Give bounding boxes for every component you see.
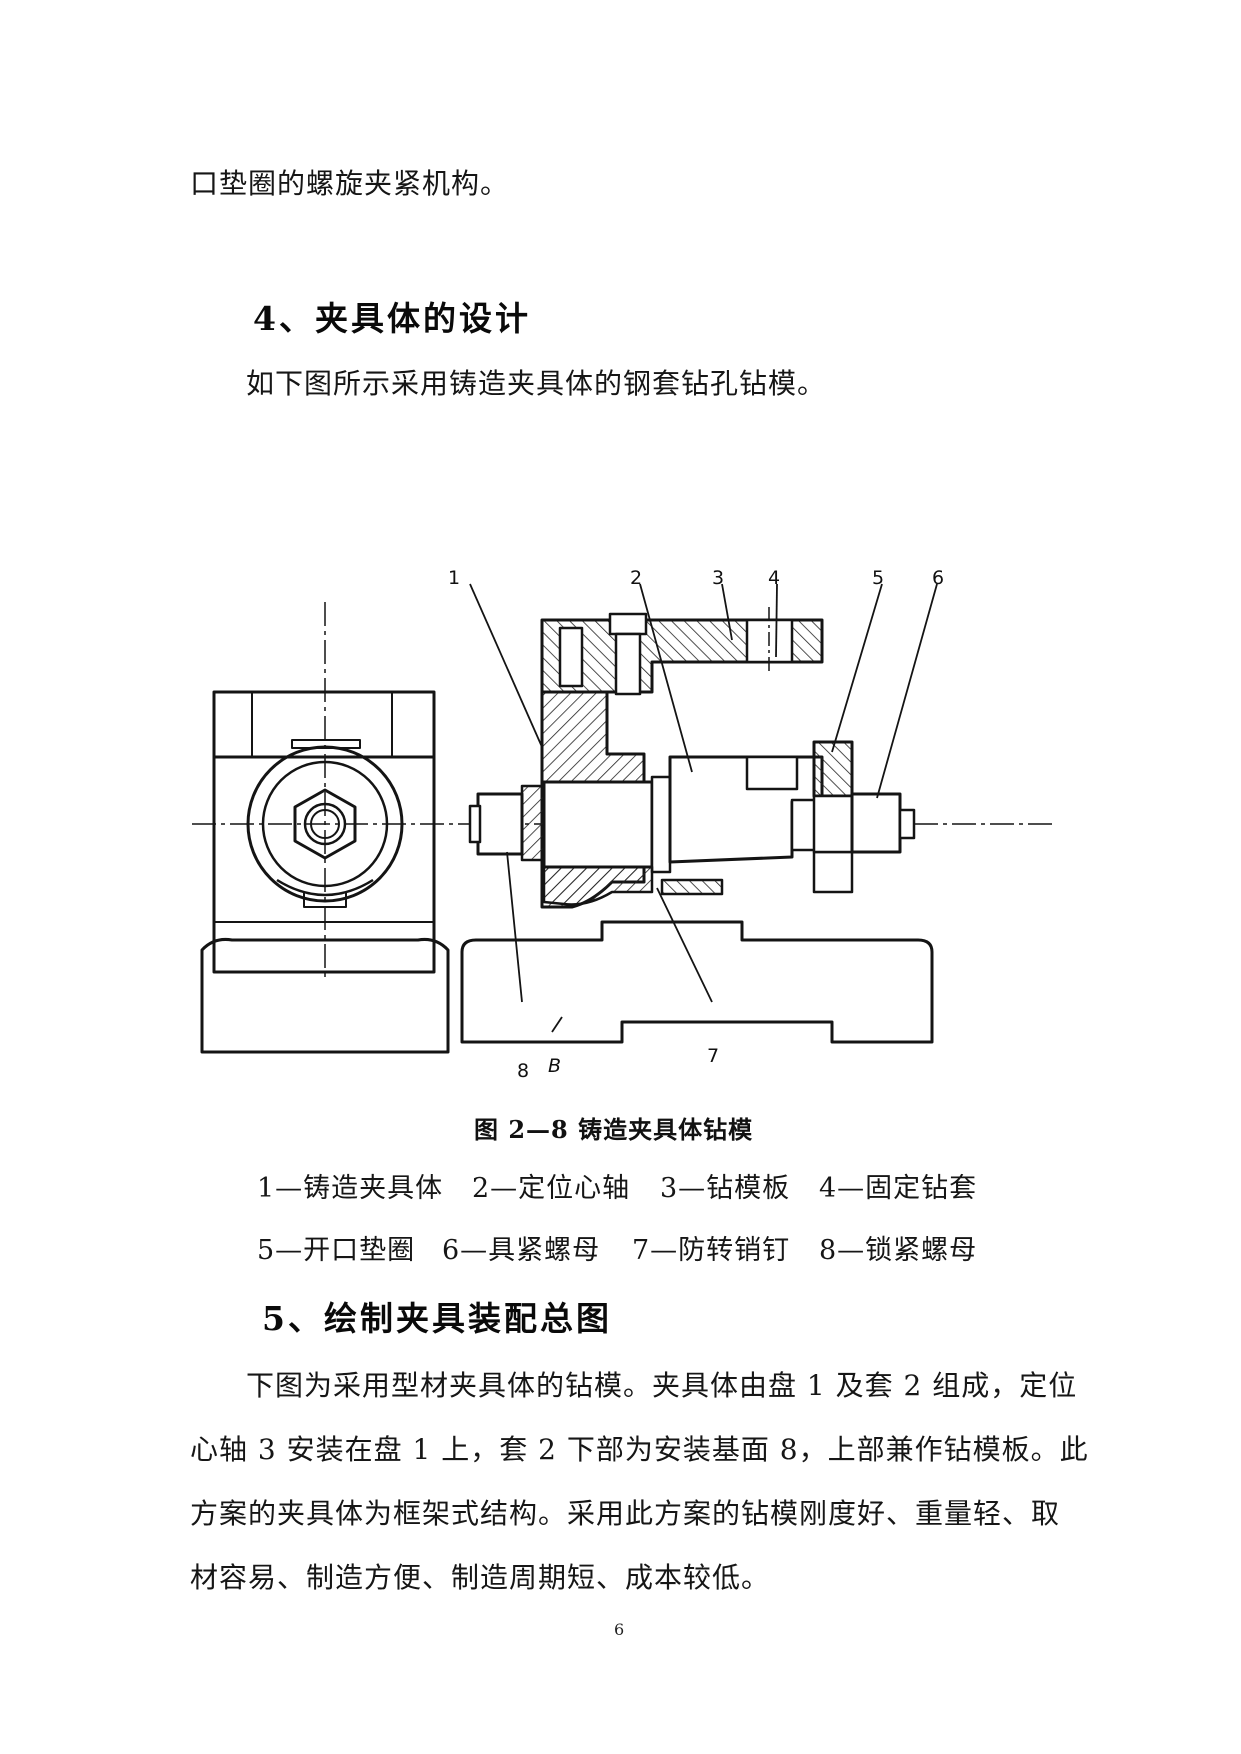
section-5-heading: 5、绘制夹具装配总图 (262, 1299, 612, 1338)
callout-2: 2 (630, 567, 642, 589)
section-4-paragraph: 如下图所示采用铸造夹具体的钢套钻孔钻模。 (246, 367, 827, 400)
section-5-line-1: 下图为采用型材夹具体的钻模。夹具体由盘 1 及套 2 组成，定位 (246, 1369, 1078, 1402)
legend-item-2: 2—定位心轴 (472, 1173, 631, 1204)
callout-3: 3 (712, 567, 724, 589)
legend-item-5: 5—开口垫圈 (257, 1235, 416, 1266)
callout-4: 4 (768, 567, 780, 589)
section-5-line-2: 心轴 3 安装在盘 1 上，套 2 下部为安装基面 8，上部兼作钻模板。此 (190, 1433, 1089, 1466)
page-number: 6 (614, 1620, 625, 1639)
tightening-nut (850, 792, 902, 854)
legend-item-4: 4—固定钻套 (819, 1173, 978, 1204)
legend-item-7: 7—防转销钉 (632, 1235, 791, 1266)
side-view-body (212, 757, 436, 974)
section-view (460, 607, 934, 1044)
side-view-top-block (212, 690, 436, 759)
legend-item-3: 3—钻模板 (660, 1173, 791, 1204)
continued-paragraph-line: 口垫圈的螺旋夹紧机构。 (190, 167, 510, 200)
callout-7: 7 (707, 1045, 719, 1067)
callout-6: 6 (932, 567, 944, 589)
leader-lines (469, 583, 938, 1033)
locating-mandrel (542, 780, 654, 869)
lock-nut (476, 792, 524, 856)
section-4-heading: 4、夹具体的设计 (253, 299, 531, 338)
section-5-line-4: 材容易、制造方便、制造周期短、成本较低。 (190, 1561, 771, 1594)
callout-b: B (548, 1055, 561, 1077)
legend-item-1: 1—铸造夹具体 (257, 1173, 444, 1204)
section-5-line-3: 方案的夹具体为框架式结构。采用此方案的钻模刚度好、重量轻、取 (190, 1497, 1061, 1530)
figure-caption: 图 2—8 铸造夹具体钻模 (474, 1115, 754, 1144)
drill-jig-drawing: 1 2 3 4 5 6 7 8 B (192, 567, 1052, 1082)
side-view-hex-nut (293, 788, 357, 860)
anti-rotation-pin (660, 878, 724, 896)
base-plate (460, 920, 934, 1044)
legend-item-8: 8—锁紧螺母 (819, 1235, 978, 1266)
callout-5: 5 (872, 567, 884, 589)
side-view-base (200, 938, 450, 1054)
legend-item-6: 6—具紧螺母 (442, 1235, 601, 1266)
callout-8: 8 (517, 1060, 529, 1082)
callout-1: 1 (448, 567, 460, 589)
